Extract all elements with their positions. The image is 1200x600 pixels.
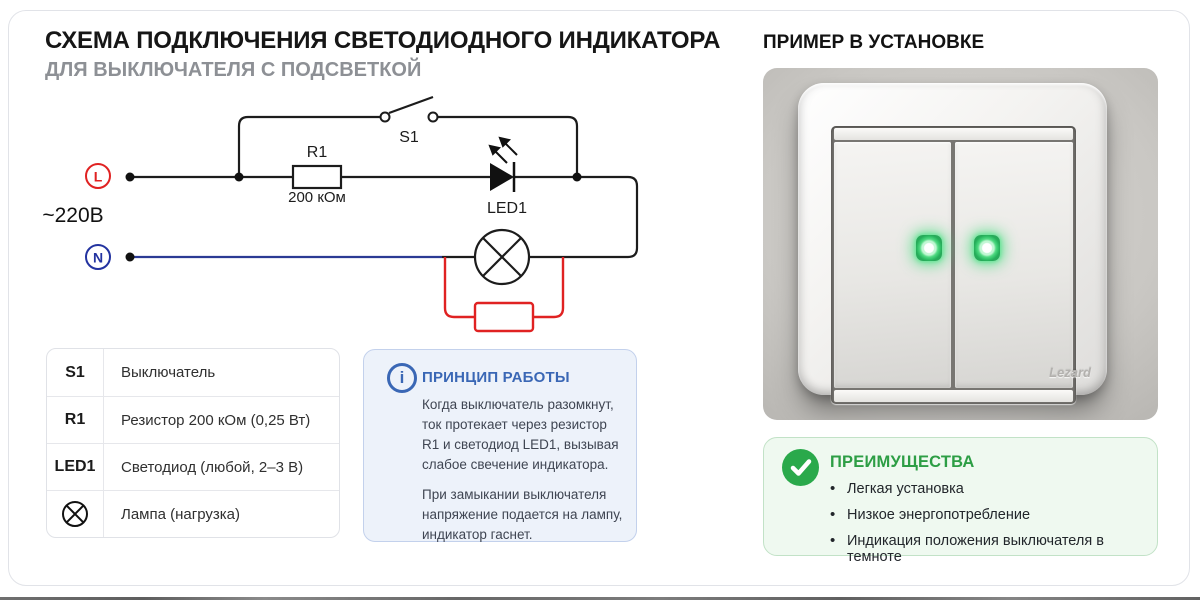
- led-label: LED1: [487, 200, 527, 217]
- legend-symbol: LED1: [47, 444, 104, 490]
- page-subtitle: ДЛЯ ВЫКЛЮЧАТЕЛЯ С ПОДСВЕТКОЙ: [45, 59, 422, 81]
- principle-title: ПРИНЦИП РАБОТЫ: [422, 369, 570, 386]
- table-row: R1 Резистор 200 кОм (0,25 Вт): [47, 396, 339, 443]
- list-item: Индикация положения выключателя в темнот…: [830, 532, 1157, 565]
- wires: [130, 95, 639, 259]
- junction-dots: [125, 172, 582, 262]
- switch-label: S1: [399, 129, 419, 146]
- terminal-l-label: L: [94, 169, 103, 185]
- principle-box: i ПРИНЦИП РАБОТЫ Когда выключатель разом…: [363, 349, 637, 542]
- led-icon: [488, 136, 518, 192]
- plate-strip: [834, 128, 1073, 140]
- switch-plate: Lezard: [798, 83, 1107, 404]
- lamp-icon: [473, 228, 531, 286]
- table-row: Лампа (нагрузка): [47, 490, 339, 537]
- info-icon-glyph: i: [399, 368, 405, 387]
- list-item: Низкое энергопотребление: [830, 506, 1157, 523]
- page-title: СХЕМА ПОДКЛЮЧЕНИЯ СВЕТОДИОДНОГО ИНДИКАТО…: [45, 27, 721, 54]
- resistor-label: R1: [307, 144, 328, 161]
- switch-icon: [379, 111, 439, 123]
- list-item: Легкая установка: [830, 480, 1157, 497]
- led-indicator-left: [916, 235, 942, 261]
- plate-strip: [834, 390, 1073, 402]
- legend-symbol: S1: [47, 349, 104, 396]
- resistor-icon: [291, 164, 343, 190]
- example-photo: Lezard: [763, 68, 1158, 420]
- table-row: LED1 Светодиод (любой, 2–3 В): [47, 443, 339, 490]
- indicator-branch: [443, 257, 565, 333]
- terminal-n-icon: N: [85, 244, 111, 270]
- advantages-list: Легкая установка Низкое энергопотреблени…: [830, 480, 1157, 575]
- brand-label: Lezard: [1049, 365, 1091, 380]
- switch-well: [831, 126, 1076, 404]
- circuit-schematic: L N ~220В S1 R1 200 кО: [42, 95, 639, 333]
- check-circle-icon: [782, 449, 819, 486]
- legend-description: Светодиод (любой, 2–3 В): [121, 458, 304, 476]
- legend-symbol: R1: [47, 397, 104, 443]
- advantages-box: ПРЕИМУЩЕСТВА Легкая установка Низкое эне…: [763, 437, 1158, 565]
- resistor-value: 200 кОм: [288, 189, 346, 206]
- cropped-edge: [0, 597, 1200, 600]
- lamp-icon: [47, 491, 104, 537]
- terminal-l-icon: L: [85, 163, 111, 189]
- principle-paragraph: Когда выключатель разомкнут, ток протека…: [422, 397, 619, 472]
- legend-description: Резистор 200 кОм (0,25 Вт): [121, 411, 311, 429]
- led-emission-arrows: [488, 136, 518, 164]
- advantages-title: ПРЕИМУЩЕСТВА: [830, 453, 975, 471]
- legend-description: Выключатель: [121, 364, 216, 381]
- voltage-label: ~220В: [42, 204, 103, 227]
- led-indicator-right: [974, 235, 1000, 261]
- legend-table: S1 Выключатель R1 Резистор 200 кОм (0,25…: [46, 348, 340, 538]
- switch-rocker-left: [834, 142, 951, 388]
- switch-blade: [388, 95, 434, 115]
- principle-paragraph: При замыкании выключателя напряжение под…: [422, 487, 623, 542]
- example-title: ПРИМЕР В УСТАНОВКЕ: [763, 32, 985, 53]
- legend-description: Лампа (нагрузка): [121, 505, 241, 523]
- table-row: S1 Выключатель: [47, 349, 339, 396]
- terminal-n-label: N: [93, 250, 103, 266]
- info-icon: i: [387, 363, 417, 393]
- switch-rocker-right: [955, 142, 1073, 388]
